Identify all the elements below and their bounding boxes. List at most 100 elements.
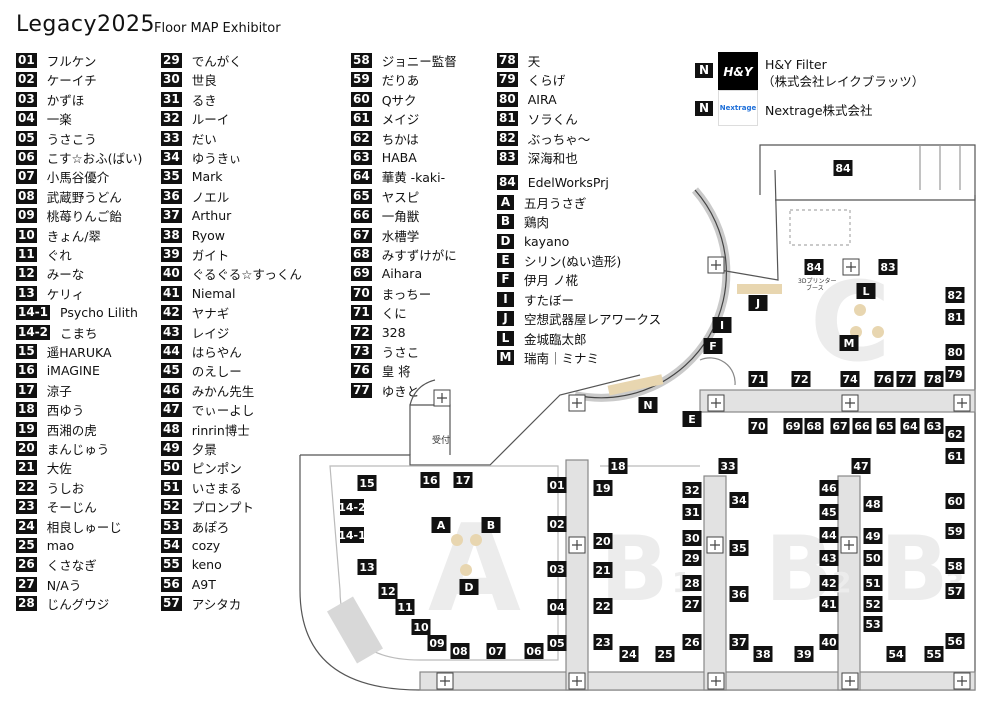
- booth-label: 70: [750, 420, 766, 433]
- booth-71: 71: [748, 371, 768, 387]
- booth-label: 03: [549, 563, 564, 576]
- exhibitor-name: そーじん: [46, 500, 97, 516]
- booth-41: 41: [819, 596, 839, 612]
- booth-65: 65: [876, 418, 896, 434]
- exhibitor-number: 35: [161, 169, 182, 185]
- booth-label: 16: [422, 474, 438, 487]
- exhibitor-name: A9T: [191, 576, 216, 592]
- booth-label: 41: [821, 598, 836, 611]
- booth-label: B: [487, 519, 495, 532]
- booth-label: 71: [750, 373, 765, 386]
- booth-04: 04: [547, 599, 567, 615]
- booth-80: 80: [945, 344, 965, 360]
- booth-box: [748, 371, 768, 387]
- exhibitor-number: 63: [351, 150, 372, 165]
- booth-box: [748, 295, 768, 311]
- booth-box: [608, 458, 628, 474]
- booth-label: 34: [731, 494, 747, 507]
- exhibitor-number: 04: [16, 111, 37, 127]
- booth-box: [357, 559, 377, 575]
- booth-l: L: [856, 283, 876, 299]
- exhibitor-name: N/Aう: [46, 577, 82, 593]
- booth-label: 47: [853, 460, 868, 473]
- exhibitor-number: 27: [16, 576, 37, 592]
- exhibitor-name: mao: [46, 538, 75, 553]
- exhibitor-number: 47: [161, 402, 182, 418]
- exhibitor-number: 66: [351, 208, 372, 224]
- exhibitor-name: Qサク: [381, 92, 417, 108]
- booth-label: I: [720, 319, 724, 332]
- booth-box: [819, 504, 839, 520]
- exhibitor-name: ゆうきぃ: [191, 151, 242, 166]
- exhibitor-number: 49: [161, 441, 182, 456]
- exhibitor-number: 38: [161, 227, 182, 243]
- booth-label: 65: [878, 420, 893, 433]
- booth-box: [748, 418, 768, 434]
- booth-box: [547, 477, 567, 493]
- booth-58: 58: [945, 558, 965, 574]
- booth-33: 33: [718, 458, 738, 474]
- booth-box: [945, 583, 965, 599]
- booth-label: 30: [684, 532, 700, 545]
- booth-76: 76: [874, 371, 894, 387]
- booth-box: [729, 634, 749, 650]
- pillar-cross-icon: [711, 676, 721, 686]
- booth-label: 63: [926, 420, 941, 433]
- booth-label: 38: [755, 648, 770, 661]
- booth-24: 24: [619, 646, 639, 662]
- booth-box: [481, 517, 501, 533]
- booth-label: 28: [684, 577, 699, 590]
- booth-label: 66: [854, 420, 870, 433]
- pillars: [433, 256, 971, 690]
- booth-label: L: [862, 285, 869, 298]
- booth-box: [833, 160, 853, 176]
- booth-box: [945, 558, 965, 574]
- booth-box: [459, 579, 479, 595]
- booth-label: 83: [880, 261, 895, 274]
- exhibitor-number: 72: [351, 324, 372, 340]
- exhibitor-number: 54: [161, 538, 182, 553]
- booth-box: [655, 646, 675, 662]
- booth-box: [945, 287, 965, 303]
- exhibitor-number: 76: [351, 363, 372, 379]
- exhibitor-number: 26: [16, 557, 37, 573]
- exhibitor-name: くに: [381, 306, 407, 322]
- booth-box: [863, 528, 883, 544]
- booth-label: 54: [888, 648, 904, 661]
- exhibitor-name: くらげ: [527, 73, 566, 89]
- exhibitor-number: 51: [161, 479, 182, 495]
- exhibitor-name: 涼子: [46, 383, 72, 399]
- booth-box: [863, 596, 883, 612]
- booth-08: 08: [450, 643, 470, 659]
- booth-box: [924, 646, 944, 662]
- exhibitor-number: 34: [161, 150, 182, 165]
- booth-box: [852, 418, 872, 434]
- pillar-cross-icon: [710, 540, 720, 550]
- exhibitor-number: 21: [16, 460, 37, 476]
- booth-box: [886, 646, 906, 662]
- exhibitor-name: ルーイ: [191, 112, 230, 128]
- page-title: Legacy2025: [16, 12, 155, 37]
- page-subtitle: Floor MAP Exhibitor: [154, 21, 281, 36]
- exhibitor-name: こまち: [60, 325, 98, 341]
- booth-label: 79: [947, 368, 962, 381]
- booth-label: 27: [684, 598, 699, 611]
- exhibitor-name: まんじゅう: [46, 442, 110, 457]
